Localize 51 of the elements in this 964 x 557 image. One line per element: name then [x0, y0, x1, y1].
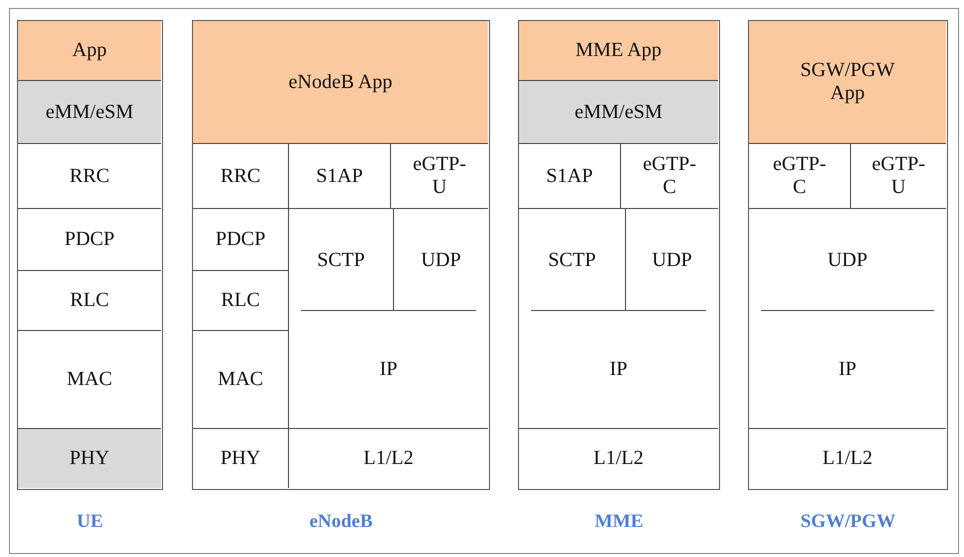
layer-label: S1AP: [316, 164, 363, 188]
protocol-layer: [519, 144, 621, 209]
stack-name: UE: [76, 511, 104, 533]
protocol-layer: [18, 21, 161, 81]
layer-label: IP: [380, 358, 398, 381]
protocol-layer: [18, 81, 161, 144]
layer-label: RRC: [69, 164, 110, 188]
stack-name: eNodeB: [308, 511, 374, 533]
protocol-layer: [18, 429, 161, 488]
layer-label: SCTP: [317, 248, 365, 272]
layer-label: RRC: [220, 164, 261, 188]
layer-label: UDP: [652, 248, 692, 272]
layer-label: eNodeB App: [288, 70, 392, 94]
layer-label: L1/L2: [594, 447, 644, 470]
layer-label: MAC: [218, 368, 264, 391]
layer-label: PDCP: [215, 228, 266, 251]
protocol-layer: [193, 21, 488, 144]
protocol-layer: [519, 81, 718, 144]
layer-label: MAC: [66, 368, 112, 391]
protocol-layer: [193, 144, 289, 209]
layer-label: eMM/eSM: [46, 100, 134, 124]
layer-label: PHY: [220, 447, 260, 470]
protocol-layer: [749, 21, 946, 144]
layer-label: UDP: [827, 248, 868, 272]
protocol-layer: [519, 21, 718, 81]
layer-label: App: [72, 39, 107, 62]
layer-label: eGTP-C: [642, 153, 698, 199]
layer-label: RLC: [70, 289, 109, 312]
layer-label: PDCP: [64, 228, 115, 251]
layer-label: SGW/PGW App: [799, 59, 896, 105]
layer-label: PHY: [69, 447, 110, 470]
layer-label: S1AP: [546, 164, 593, 188]
layer-label: MME App: [575, 39, 662, 62]
layer-label: SCTP: [548, 248, 596, 272]
protocol-layer: [193, 331, 289, 429]
protocol-layer: [193, 209, 289, 271]
layer-label: IP: [838, 358, 856, 381]
protocol-layer: [749, 144, 851, 209]
layer-label: UDP: [420, 248, 461, 272]
protocol-layer: [289, 144, 391, 209]
layer-label: L1/L2: [822, 447, 872, 470]
layer-label: IP: [610, 358, 628, 381]
layer-label: eGTP-C: [772, 153, 828, 199]
layer-label: RLC: [221, 289, 260, 312]
layer-label: L1/L2: [364, 447, 414, 470]
layer-label: eMM/eSM: [574, 100, 662, 124]
stack-name: SGW/PGW: [799, 511, 896, 533]
stack-name: MME: [594, 511, 644, 533]
layer-label: eGTP-U: [870, 153, 926, 199]
layer-label: eGTP-U: [412, 153, 468, 199]
protocol-layer: [193, 271, 289, 331]
